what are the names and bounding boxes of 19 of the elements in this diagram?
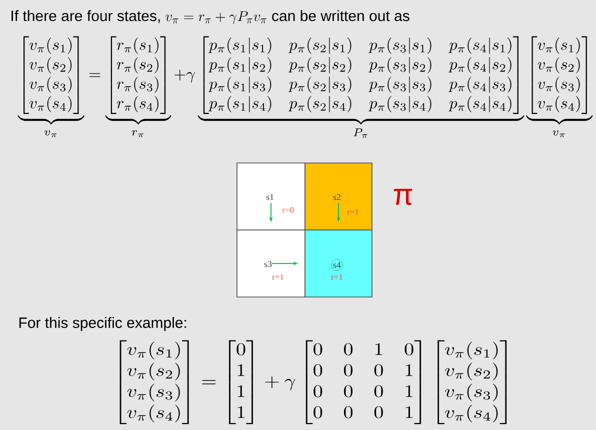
state-label: s4	[331, 259, 343, 271]
handwritten-symbol: π	[394, 188, 412, 206]
state-label: s1	[266, 194, 274, 200]
grid-cell	[236, 230, 306, 298]
equation: $\begin{bmatrix} v_\pi(s_1)\\ v_\pi(s_2)\\ v_\pi(s_3)\\ v_\pi(s_4)\end{bmatrix} = \begin{bmatrix} 0\\ 1\\ 1\\ 1\end{bmatrix} + \gamma \begin{bmatrix} 0 & 0 & 1 & 0\\ 0 & 0 & 0 & 1\\ 0 & 0 & 0 & 1\\ 0 & 0 & 0 & 1\end{bmatrix} \begin{bmatrix} v_\pi(s_1)\\ v_\pi(s_2)\\ v_\pi(s_3)\\ v_\pi(s_4)\end{bmatrix}$	[120, 340, 507, 424]
reward-label: r=1	[347, 209, 358, 215]
state-label: s2	[333, 194, 340, 200]
equation: $v_\pi = r_\pi + \gamma P_\pi v_\pi$	[166, 11, 266, 24]
equation: $\underbrace{\begin{bmatrix} v_\pi(s_1)\\ v_\pi(s_2)\\ v_\pi(s_3)\\ v_\pi(s_4)\end{bmatrix}}_{v_\pi} = \underbrace{\begin{bmatrix} r_\pi(s_1)\\ r_\pi(s_2)\\ r_\pi(s_3)\\ r_\pi(s_4)\end{bmatrix}}_{r_\pi} + \gamma \underbrace{\begin{bmatrix} p_\pi(s_1|s_1) & p_\pi(s_2|s_1) & p_\pi(s_3|s_1) & p_\pi(s_4|s_1)\\ p_\pi(s_1|s_2) & p_\pi(s_2|s_2) & p_\pi(s_3|s_2) & p_\pi(s_4|s_2)\\ p_\pi(s_1|s_3) & p_\pi(s_2|s_3) & p_\pi(s_3|s_3) & p_\pi(s_4|s_3)\\ p_\pi(s_1|s_4) & p_\pi(s_2|s_4) & p_\pi(s_3|s_4) & p_\pi(s_4|s_4)\end{bmatrix}}_{P_\pi}\underbrace{\begin{bmatrix} v_\pi(s_1)\\ v_\pi(s_2)\\ v_\pi(s_3)\\ v_\pi(s_4)\end{bmatrix}}_{v_\pi}$	[18, 36, 593, 138]
grid-cell	[304, 162, 372, 230]
heading-text: If there are four states,	[12, 10, 160, 23]
reward-label: r=1	[272, 274, 284, 280]
reward-label: r=1	[331, 274, 342, 280]
state-label: s3	[264, 260, 272, 268]
reward-label: r=0	[282, 207, 294, 213]
grid-cell	[304, 230, 372, 298]
heading-text: For this specific example:	[19, 317, 186, 331]
grid-cell	[236, 162, 306, 230]
heading-text: can be written out as	[272, 10, 410, 22]
